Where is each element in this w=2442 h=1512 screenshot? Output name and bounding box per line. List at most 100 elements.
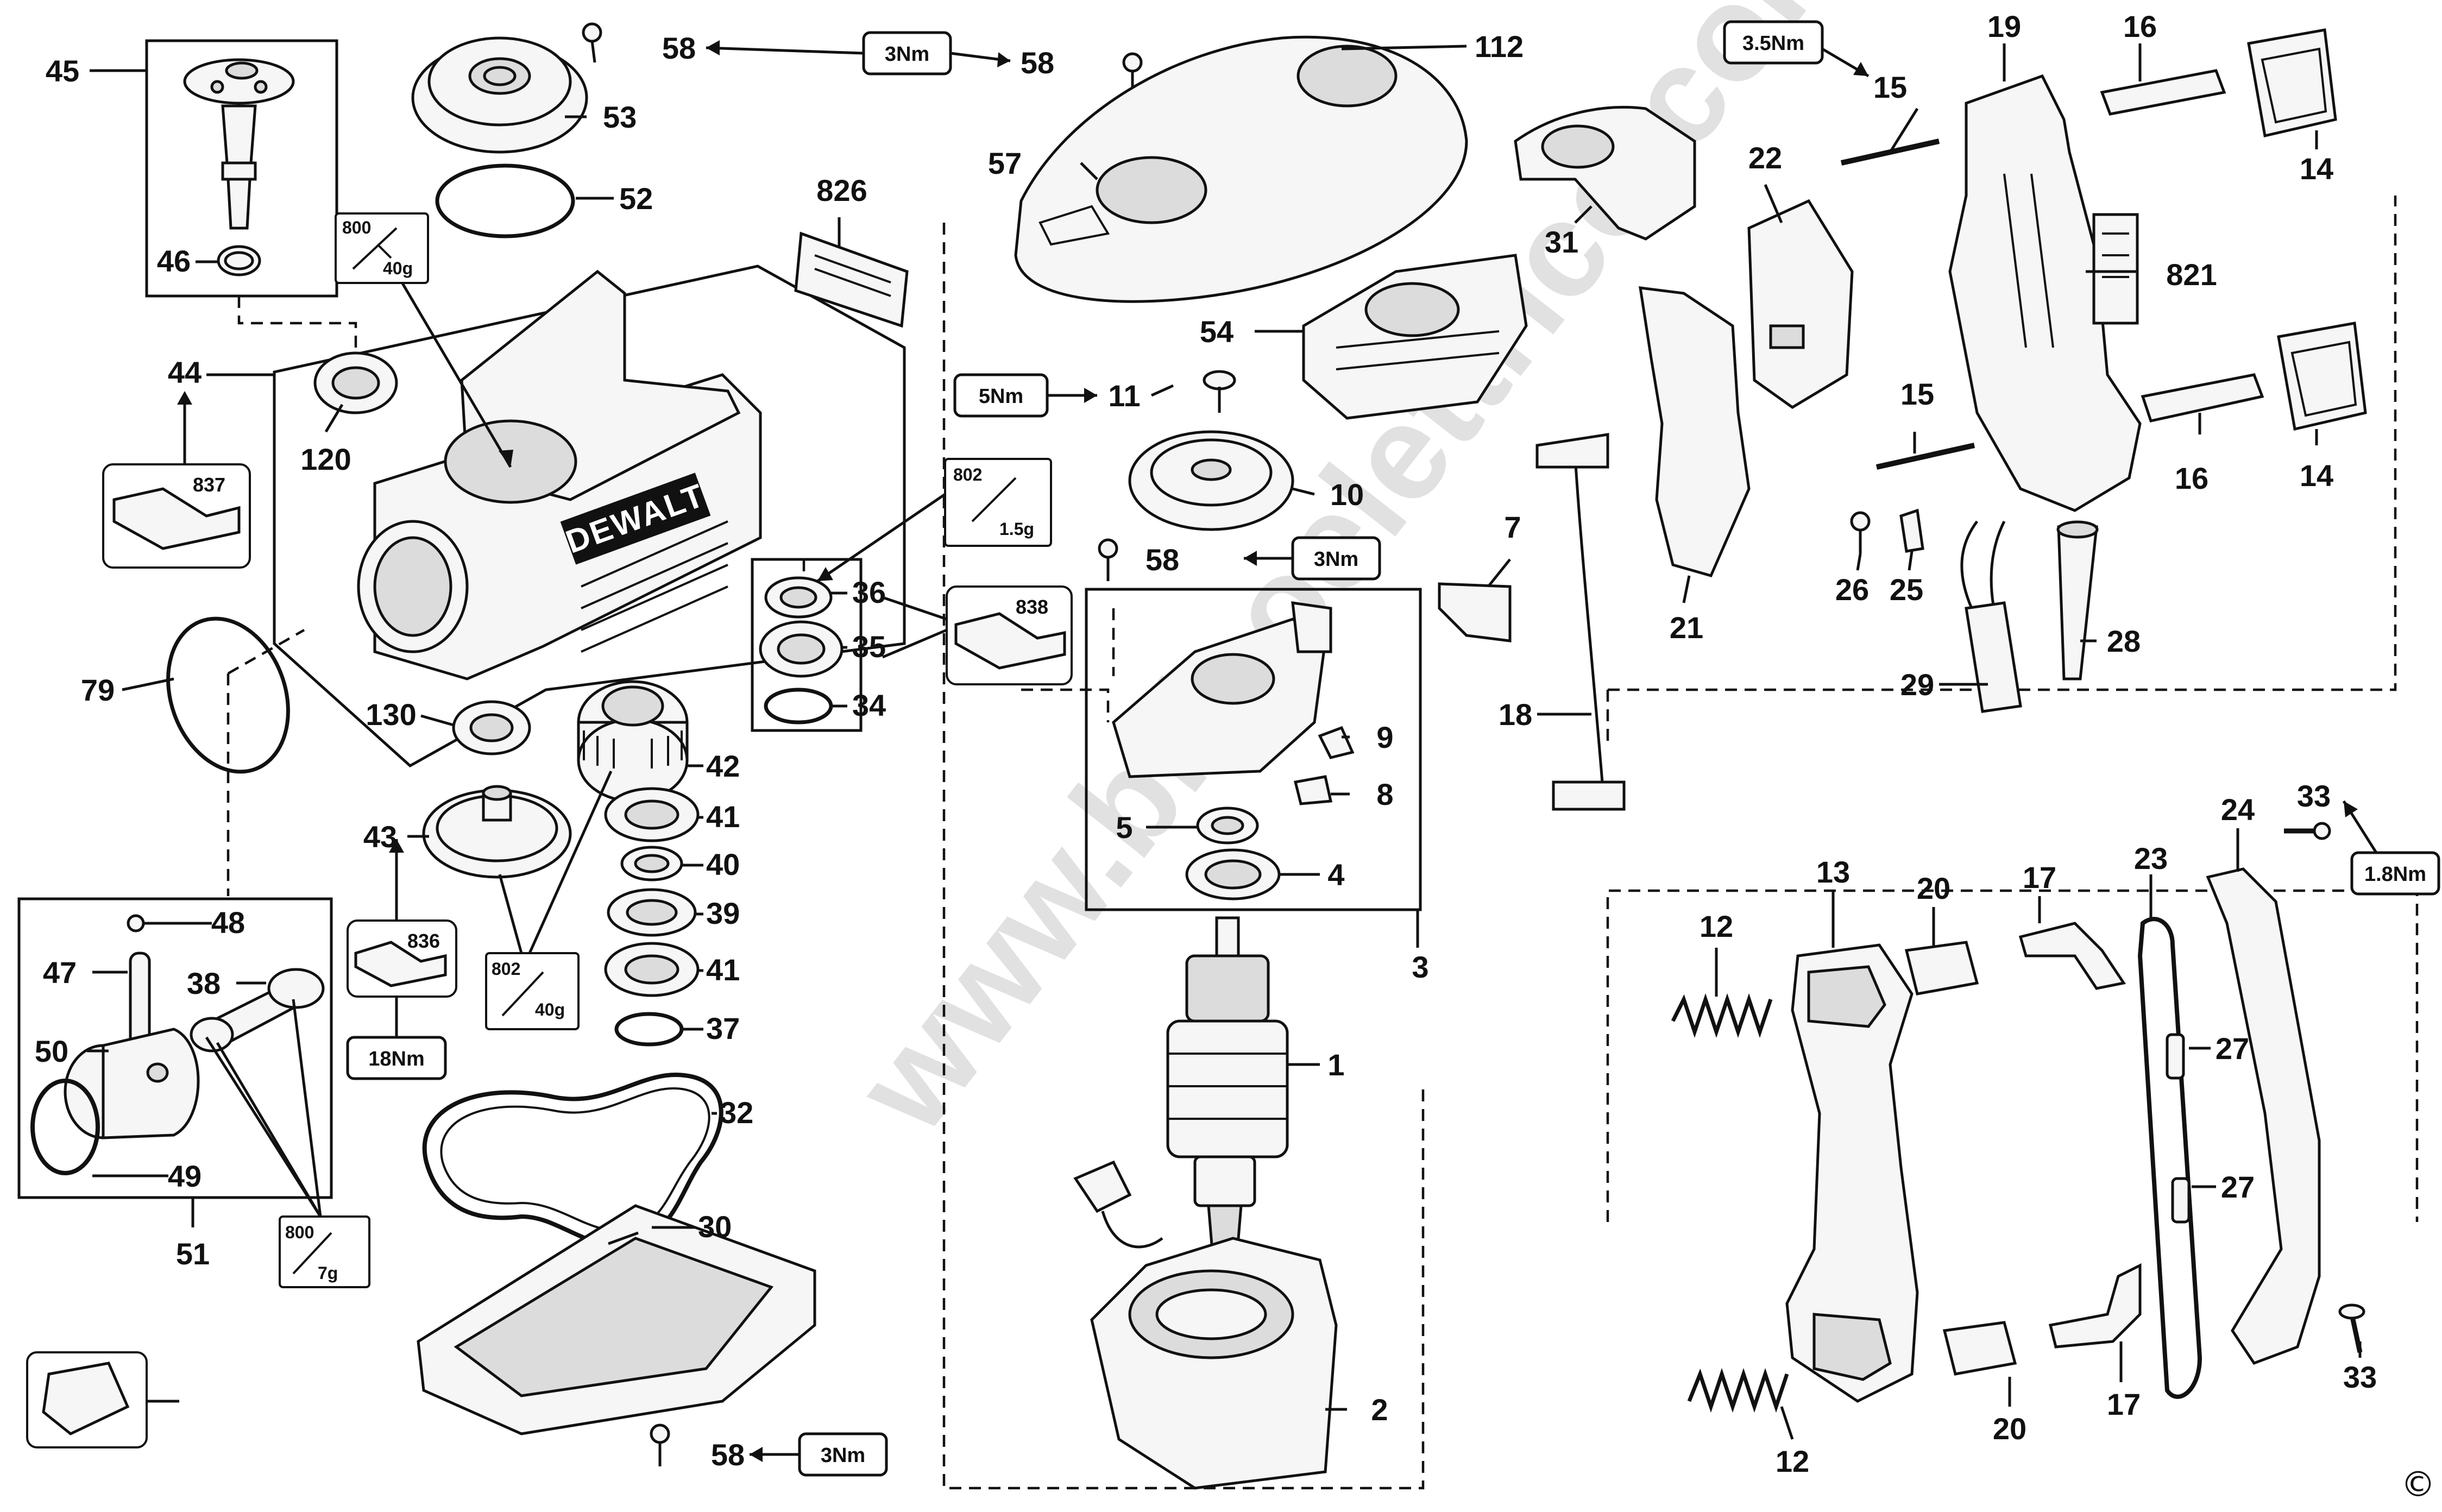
circlip-34 [764,688,833,724]
part-number-12: 12 [1776,1444,1809,1478]
bearing-35 [759,620,844,678]
electronics-module-54 [1302,254,1528,420]
part-number-1: 1 [1327,1048,1344,1082]
part-number-18: 18 [1499,697,1532,732]
screw-33-top [2284,822,2331,840]
part-number-43: 43 [363,820,397,854]
bearing-130 [452,700,531,755]
kit-836-label: 836 [407,930,440,952]
bearing-40 [620,846,683,881]
part-number-79: 79 [81,673,115,707]
torque-33-label: 1.8Nm [2364,863,2426,886]
part-number-26: 26 [1835,572,1869,607]
part-number-58: 58 [711,1438,745,1472]
bearing-120 [313,351,398,414]
pin-15-bottom [1875,443,1975,470]
handle-13 [1785,943,1919,1403]
stator-2 [1073,1160,1338,1490]
lube-802-1-5g-amount: 1.5g [999,519,1034,539]
part-number-20: 20 [1993,1412,2026,1446]
part-number-821: 821 [2166,257,2217,292]
block-20-top [1904,941,1979,996]
bearing-41-bottom [604,942,700,997]
torque-43-label: 18Nm [368,1048,425,1070]
group-36-box [751,558,863,732]
part-number-16: 16 [2123,9,2157,43]
part-number-44: 44 [168,355,202,389]
torque-58-mid: 3Nm [1244,536,1381,581]
part-number-130: 130 [366,697,416,732]
screw-58-bottom [650,1423,670,1466]
part-number-48: 48 [211,905,245,940]
group-45-box [145,39,338,298]
armature-1 [1166,916,1289,1272]
damper-14-top [2247,28,2337,138]
part-number-7: 7 [1504,510,1521,544]
part-number-9: 9 [1376,720,1393,754]
screw-11 [1203,370,1236,413]
spring-12-top [1671,993,1773,1038]
top-shroud-57 [1014,35,1468,303]
part-number-58: 58 [1021,46,1054,80]
insert-27-top [2166,1033,2185,1080]
cord-guard-28 [2056,520,2099,681]
part-number-39: 39 [706,896,740,930]
lube-802-1-5g: 802 1.5g [816,458,1052,583]
lube-802-1-5g-code: 802 [953,465,982,484]
part-number-15: 15 [1873,70,1907,104]
lube-800-40g-code: 800 [342,218,371,237]
torque-58-top-label: 3Nm [885,43,929,66]
strap-23 [2137,917,2202,1399]
part-number-24: 24 [2221,792,2255,827]
bottom-cover-30 [417,1204,816,1435]
bearing-39 [607,888,697,937]
part-number-32: 32 [720,1095,753,1130]
oring-52 [435,163,575,238]
part-number-29: 29 [1900,667,1934,702]
leader-lines [87,43,2362,1440]
insert-27-bottom [2171,1177,2191,1224]
torque-11-label: 5Nm [979,385,1023,408]
part-number-16: 16 [2175,461,2208,495]
copyright-symbol: © [2401,1465,2435,1505]
torque-58-bottom: 3Nm [750,1432,888,1477]
switch-actuator-21 [1639,286,1751,578]
part-number-5: 5 [1116,810,1132,845]
torque-43: 18Nm [346,1036,447,1080]
part-number-14: 14 [2300,152,2333,186]
part-number-23: 23 [2134,841,2168,875]
part-number-17: 17 [2023,860,2056,894]
part-number-13: 13 [1816,855,1850,889]
part-number-31: 31 [1545,225,1578,259]
lube-802-40g: 802 40g [485,770,613,1030]
kit-836: 836 [347,839,457,1037]
kit-837: 837 [102,463,251,569]
part-number-28: 28 [2107,624,2141,658]
part-number-47: 47 [43,955,77,990]
part-number-45: 45 [46,54,79,88]
handle-housing-19 [1948,74,2142,512]
part-number-11: 11 [1108,379,1140,413]
gear-43 [422,785,572,879]
part-number-46: 46 [157,244,191,278]
part-number-8: 8 [1376,777,1393,811]
part-number-35: 35 [852,629,886,664]
assembly-dashed-lines [226,196,2419,1490]
part-number-30: 30 [698,1209,732,1244]
part-number-53: 53 [603,100,637,134]
latch-17-top [2018,922,2126,990]
lube-802-40g-amount: 40g [535,1000,565,1019]
torque-33: 1.8Nm [2342,800,2440,896]
part-number-10: 10 [1330,477,1364,512]
part-number-52: 52 [619,181,653,216]
part-number-38: 38 [187,966,221,1000]
torque-58-bottom-label: 3Nm [821,1444,865,1467]
screw-58-top-left [582,22,602,63]
part-number-25: 25 [1890,572,1923,607]
part-number-22: 22 [1748,141,1782,175]
clip-25 [1899,508,1924,553]
part-number-19: 19 [1987,9,2021,43]
part-number-14: 14 [2300,458,2333,493]
